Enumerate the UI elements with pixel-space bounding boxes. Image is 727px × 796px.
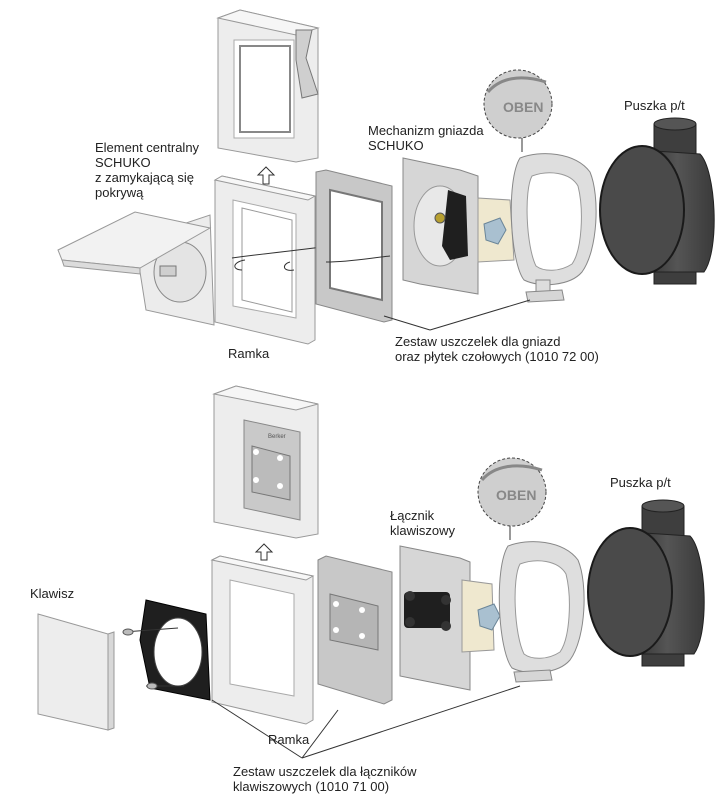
seal-ring-top — [510, 153, 597, 303]
oben-text: OBEN — [496, 487, 536, 503]
leader-lines-bottom — [211, 685, 521, 759]
frame-detail-top — [216, 9, 320, 163]
label-mechanism: Mechanizm gniazda SCHUKO — [368, 123, 484, 153]
label-switch: Łącznik klawiszowy — [390, 508, 456, 538]
label-frame-bottom: Ramka — [268, 732, 310, 747]
label-seal-kit-bottom: Zestaw uszczelek dla łączników klawiszow… — [233, 764, 417, 794]
label-seal-kit-top: Zestaw uszczelek dla gniazd oraz płytek … — [395, 334, 599, 364]
oben-detail-top: OBEN — [483, 69, 553, 152]
up-arrow-icon — [256, 166, 276, 185]
frame-top — [213, 175, 331, 345]
label-box-top: Puszka p/t — [624, 98, 685, 113]
rocker-key — [37, 613, 115, 731]
up-arrow-icon — [254, 543, 274, 561]
central-element-schuko — [57, 211, 215, 326]
label-rocker: Klawisz — [30, 586, 75, 601]
label-central-element: Element centralny SCHUKO z zamykającą si… — [95, 140, 200, 200]
frame-bottom — [210, 555, 315, 725]
flush-box-bottom — [587, 499, 705, 667]
label-frame-top: Ramka — [228, 346, 270, 361]
switch-mechanism — [399, 545, 501, 691]
plate-brand-text: Berker — [268, 434, 286, 440]
oben-detail-bottom: OBEN — [477, 457, 547, 540]
oben-text: OBEN — [503, 99, 543, 115]
seal-ring-bottom — [498, 541, 585, 683]
label-box-bottom: Puszka p/t — [610, 475, 671, 490]
gasket-plate-bottom — [317, 555, 393, 705]
socket-mechanism — [402, 157, 515, 295]
gasket-plate-top — [315, 169, 393, 323]
flush-box-top — [599, 117, 715, 285]
gasket-black-bottom — [122, 599, 211, 701]
frame-detail-bottom: Berker — [212, 385, 319, 539]
leader-lines-top — [383, 299, 531, 331]
